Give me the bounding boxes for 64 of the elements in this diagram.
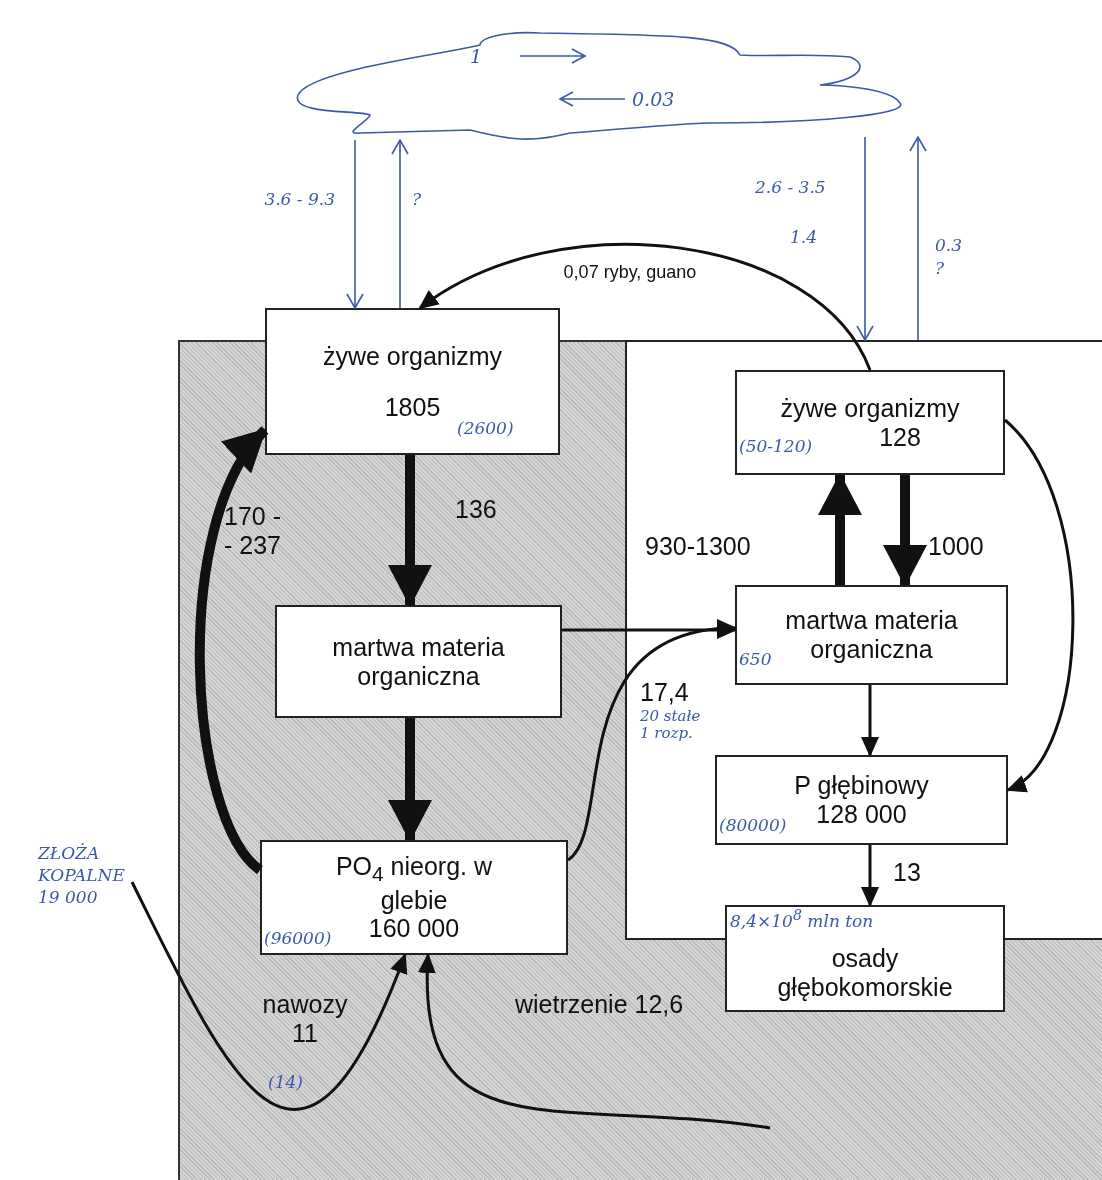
arrow [130, 881, 407, 1111]
arrow [856, 136, 874, 341]
edge-label: wietrzenie 12,6 [515, 990, 685, 1019]
land-area [178, 340, 1102, 1180]
box-value: organiczna [810, 635, 933, 664]
box-title: żywe organizmy [322, 341, 503, 371]
handwritten-note: 8,4×10$^{8}$ mln ton [730, 907, 874, 932]
box-value: 128 000 [816, 800, 907, 829]
edge-label: nawozy 11 [261, 990, 349, 1048]
edge-label: 136 [455, 495, 498, 524]
box-value: 1805 [384, 392, 441, 422]
handwritten-note: ? [935, 258, 945, 279]
process-box [735, 585, 1008, 685]
edge-label: 0,07 ryby, guano [562, 262, 698, 283]
edge-label: 3.6 - 9.3 [263, 190, 335, 210]
arrow [391, 139, 409, 309]
arrow [909, 136, 927, 341]
box-title: żywe organizmy [780, 393, 960, 423]
process-box [265, 308, 560, 455]
process-box [725, 905, 1005, 1012]
arrow [883, 475, 927, 587]
arrow [861, 685, 879, 757]
process-box [275, 605, 562, 718]
edge-label: ? [412, 190, 423, 210]
arrow [346, 139, 364, 309]
handwritten-note: ZŁOŻA KOPALNE [38, 842, 126, 887]
process-box [260, 840, 568, 955]
box-title: martwa materia [785, 606, 958, 635]
arrow [419, 953, 771, 1130]
handwritten-note: 1 [470, 45, 483, 68]
handwritten-note: 0.03 [632, 88, 675, 111]
handwritten-note: (80000) [719, 815, 787, 836]
handwritten-note: (14) [268, 1072, 303, 1093]
arrow [566, 620, 737, 861]
edge-label: 0.3 [935, 236, 964, 256]
handwritten-note: (96000) [264, 928, 332, 949]
edge-label: 170 - - 237 [224, 502, 282, 560]
edge-label: 2.6 - 3.5 [755, 178, 827, 198]
edge-label: 17,4 [640, 678, 690, 707]
edge-label: 1000 [928, 532, 985, 561]
edge-label: 13 [893, 858, 922, 887]
box-title: PO$_{4}$ nieorg. w glebie [334, 851, 494, 915]
handwritten-note: 650 [739, 649, 772, 670]
box-title: martwa materia organiczna [331, 632, 506, 691]
handwritten-note: 1.4 [790, 227, 818, 248]
box-value: 128 [879, 422, 921, 452]
handwritten-note: (2600) [457, 418, 514, 439]
arrow [1003, 419, 1075, 792]
arrow [388, 718, 432, 842]
handwritten-note: 19 000 [38, 886, 99, 909]
arrow [818, 473, 862, 585]
handwritten-note: (50-120) [739, 436, 813, 457]
box-value: 160 000 [368, 914, 460, 944]
box-title: osady głębokomorskie [776, 943, 954, 1002]
arrow [418, 242, 872, 371]
handwritten-note: 20 stałe 1 rozp. [640, 708, 702, 741]
box-title: P głębinowy [794, 771, 929, 800]
arrow [388, 455, 432, 607]
arrow [194, 426, 269, 874]
process-box [735, 370, 1005, 475]
arrow [861, 845, 879, 907]
edge-label: 930-1300 [645, 532, 752, 561]
ocean-area [625, 340, 1102, 940]
process-box [715, 755, 1008, 845]
